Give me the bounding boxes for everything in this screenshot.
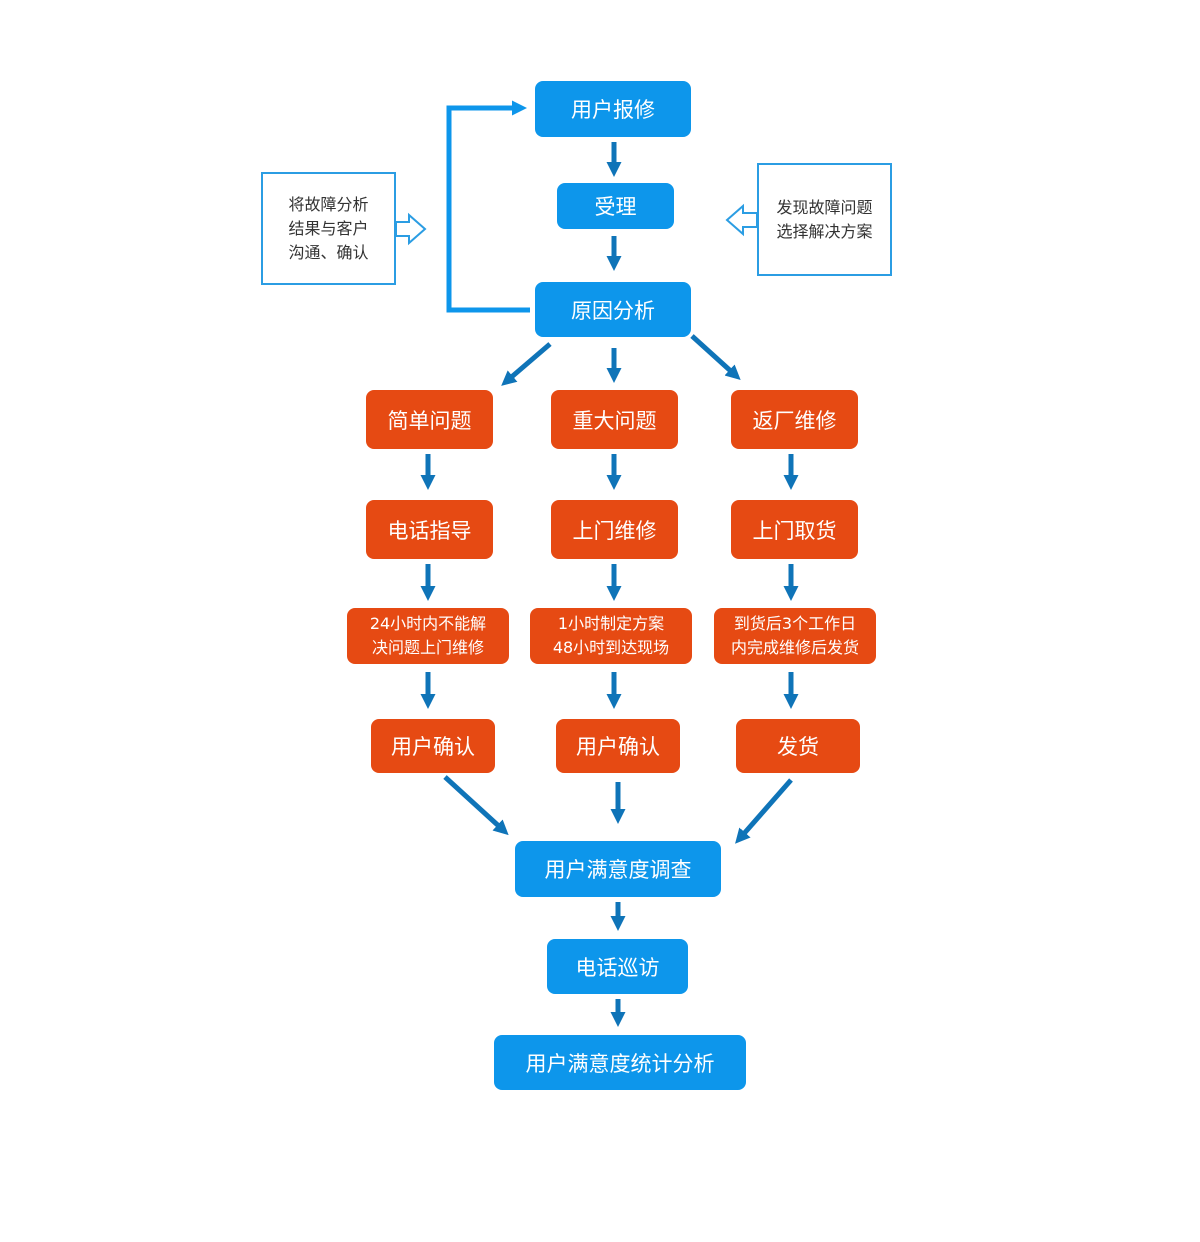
- node-simple-detail: 24小时内不能解 决问题上门维修: [347, 608, 509, 664]
- node-satisfaction-survey: 用户满意度调查: [515, 841, 721, 897]
- simple-detail-line-1: 24小时内不能解: [369, 614, 487, 633]
- note-right-line-2: 选择解决方案: [776, 221, 873, 241]
- arrow-analysis-to-simple: [501, 342, 552, 386]
- hollow-arrow-right-icon: [395, 212, 427, 246]
- note-right-line-1: 发现故障问题: [776, 197, 873, 217]
- node-ship: 发货: [736, 719, 860, 773]
- note-right: 发现故障问题 选择解决方案: [757, 163, 892, 276]
- node-satisfaction-stats: 用户满意度统计分析: [494, 1035, 746, 1090]
- simple-detail-line-2: 决问题上门维修: [371, 638, 484, 657]
- node-major-problem: 重大问题: [551, 390, 678, 449]
- note-left-line-1: 将故障分析: [288, 194, 369, 214]
- note-left-line-2: 结果与客户: [288, 218, 369, 238]
- hollow-arrow-left-icon: [725, 203, 758, 237]
- note-left-line-3: 沟通、确认: [288, 242, 369, 262]
- node-accept: 受理: [557, 183, 674, 229]
- note-left: 将故障分析 结果与客户 沟通、确认: [261, 172, 396, 285]
- node-pickup: 上门取货: [731, 500, 858, 559]
- arrow-ship-to-survey: [735, 778, 793, 844]
- node-user-confirm-major: 用户确认: [556, 719, 680, 773]
- major-detail-line-2: 48小时到达现场: [552, 638, 670, 657]
- arrow-confirm1-to-survey: [443, 775, 509, 836]
- node-report: 用户报修: [535, 81, 691, 137]
- node-return-repair: 返厂维修: [731, 390, 858, 449]
- node-major-detail: 1小时制定方案 48小时到达现场: [530, 608, 692, 664]
- arrow-analysis-feedback-loop: [446, 100, 530, 313]
- node-analysis: 原因分析: [535, 282, 691, 337]
- node-onsite-repair: 上门维修: [551, 500, 678, 559]
- major-detail-line-1: 1小时制定方案: [557, 614, 665, 633]
- node-user-confirm-simple: 用户确认: [371, 719, 495, 773]
- node-phone-guide: 电话指导: [366, 500, 493, 559]
- arrow-analysis-to-return: [690, 334, 741, 381]
- return-detail-line-1: 到货后3个工作日: [733, 614, 857, 633]
- return-detail-line-2: 内完成维修后发货: [730, 638, 859, 657]
- node-phone-visit: 电话巡访: [547, 939, 688, 994]
- node-return-detail: 到货后3个工作日 内完成维修后发货: [714, 608, 876, 664]
- node-simple-problem: 简单问题: [366, 390, 493, 449]
